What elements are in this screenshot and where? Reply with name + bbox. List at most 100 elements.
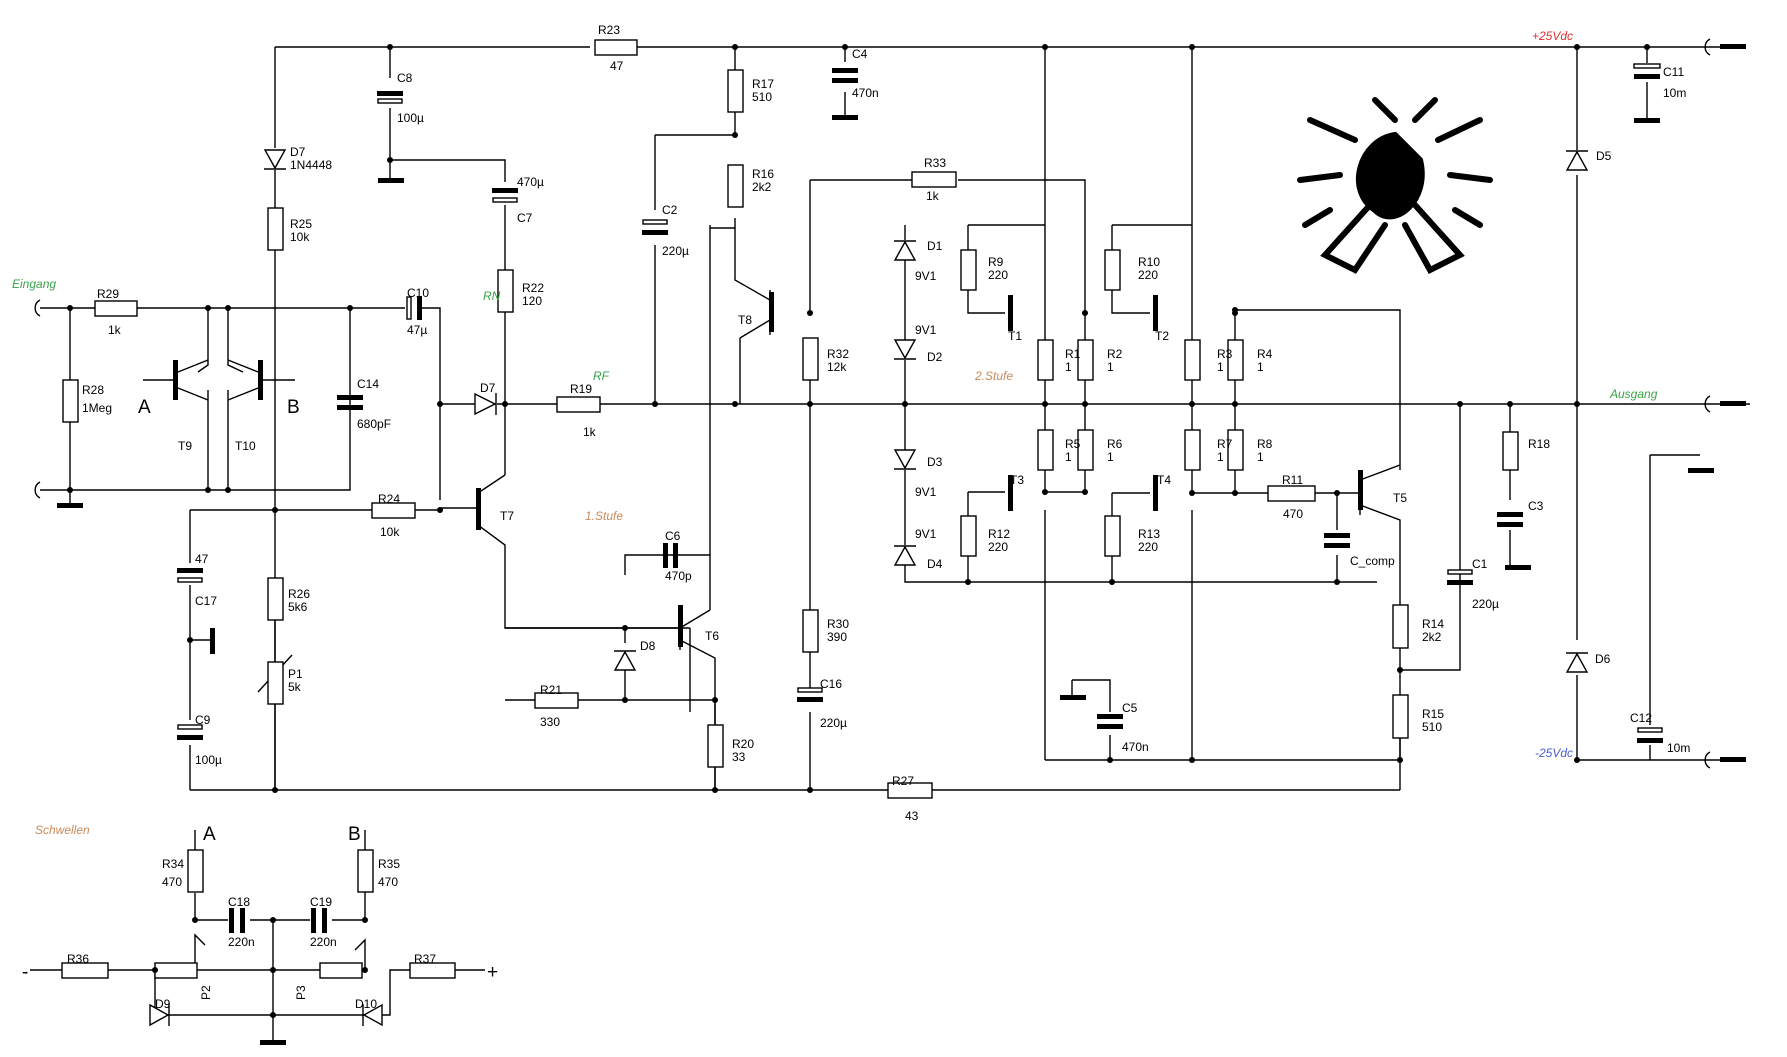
terminal-a-label: A [138, 397, 151, 418]
resistor-r5 [1037, 429, 1054, 471]
capacitor-c7 [492, 188, 518, 203]
junction-dot [1397, 757, 1403, 763]
junction-dot [1574, 401, 1580, 407]
label-r35: R35 [378, 857, 400, 871]
junction-dot [225, 487, 231, 493]
junction-dot [1507, 401, 1513, 407]
label-r36: R36 [67, 952, 89, 966]
value-r5: 1 [1065, 450, 1072, 464]
label-r13: R13 [1138, 527, 1160, 541]
label-d8: D8 [640, 639, 656, 653]
label-r14: R14 [1422, 617, 1444, 631]
junction-dot [1082, 489, 1088, 495]
label-r6: R6 [1107, 437, 1123, 451]
output-label: Ausgang [1609, 387, 1658, 401]
resistor-r24 [371, 502, 416, 519]
value-c12: 10m [1667, 741, 1690, 755]
label-c9: C9 [195, 713, 211, 727]
potentiometer-p1 [267, 661, 284, 705]
label-d2: D2 [927, 350, 943, 364]
label-c12: C12 [1630, 711, 1652, 725]
junction-dot [387, 44, 393, 50]
resistor-r20 [707, 724, 724, 768]
value-r4: 1 [1257, 360, 1264, 374]
label-ccomp: C_comp [1350, 554, 1395, 568]
label-r34: R34 [162, 857, 184, 871]
junction-dot [502, 401, 508, 407]
diode-d7 [263, 149, 287, 170]
junction-dot [1109, 579, 1115, 585]
zener-d8 [613, 650, 637, 671]
value-r22: 120 [522, 294, 542, 308]
value-r11: 470 [1283, 507, 1303, 521]
label-p1: P1 [288, 667, 303, 681]
ground-symbols [57, 44, 1746, 1045]
junction-dot [152, 967, 158, 973]
label-r32: R32 [827, 347, 849, 361]
zener-d3 [893, 449, 917, 470]
label-c17: C17 [195, 594, 217, 608]
junction-dot [1574, 44, 1580, 50]
label-r18: R18 [1528, 437, 1550, 451]
resistor-r27 [887, 782, 933, 799]
resistor-r3 [1184, 339, 1201, 381]
junction-dot [187, 637, 193, 643]
label-d3: D3 [927, 455, 943, 469]
junction-dot [807, 310, 813, 316]
label-r8: R8 [1257, 437, 1273, 451]
stage2-label: 2.Stufe [974, 369, 1013, 383]
value-c18: 220n [228, 935, 255, 949]
resistor-r29 [94, 300, 138, 317]
zener-d2 [893, 339, 917, 360]
label-r26: R26 [288, 587, 310, 601]
junction-dot [437, 401, 443, 407]
input-label: Eingang [12, 277, 56, 291]
value-r21: 330 [540, 715, 560, 729]
junction-dot [1232, 401, 1238, 407]
label-r28: R28 [82, 383, 104, 397]
capacitor-c1 [1447, 569, 1473, 585]
junction-dot [1189, 44, 1195, 50]
rn-label: RN [483, 289, 501, 303]
terminal-b-label: B [287, 397, 300, 418]
junction-dot [712, 787, 718, 793]
value-c14: 680pF [357, 417, 391, 431]
potentiometer-p2 [154, 962, 198, 979]
resistor-r33 [911, 171, 957, 188]
label-r9: R9 [988, 255, 1004, 269]
junction-dot [732, 44, 738, 50]
value-c11: 10m [1663, 86, 1686, 100]
resistor-r8 [1227, 429, 1244, 471]
junction-dot [270, 967, 276, 973]
value-r28: 1Meg [82, 401, 112, 415]
resistor-r10 [1104, 249, 1121, 291]
label-t7: T7 [500, 509, 514, 523]
junction-dot [842, 44, 848, 50]
label-r22: R22 [522, 281, 544, 295]
label-c1: C1 [1472, 557, 1488, 571]
resistor-r19 [556, 396, 601, 413]
negative-supply-label: -25Vdc [1535, 746, 1573, 760]
value-c19: 220n [310, 935, 337, 949]
resistor-r25 [267, 207, 284, 251]
label-r11: R11 [1282, 473, 1303, 487]
value-c10: 47µ [407, 323, 427, 337]
capacitor-c3 [1497, 512, 1523, 527]
junction-dot [902, 401, 908, 407]
resistor-r34 [187, 849, 204, 893]
resistor-r22 [497, 269, 514, 313]
minus-terminal-label: - [22, 962, 28, 983]
junction-dot [1082, 401, 1088, 407]
label-r29: R29 [97, 287, 119, 301]
resistor-r12 [960, 515, 977, 557]
text-labels: R2347C8100µC4470nC1110mR17510R162k2R331k… [12, 23, 1690, 1011]
junction-dot [807, 401, 813, 407]
label-c5: C5 [1122, 701, 1138, 715]
value-r24: 10k [380, 525, 400, 539]
value-r9: 220 [988, 268, 1008, 282]
label-d5: D5 [1596, 149, 1612, 163]
label-t9: T9 [178, 439, 192, 453]
label-c18: C18 [228, 895, 250, 909]
junction-dot [270, 1012, 276, 1018]
diode-d5 [1565, 150, 1589, 171]
